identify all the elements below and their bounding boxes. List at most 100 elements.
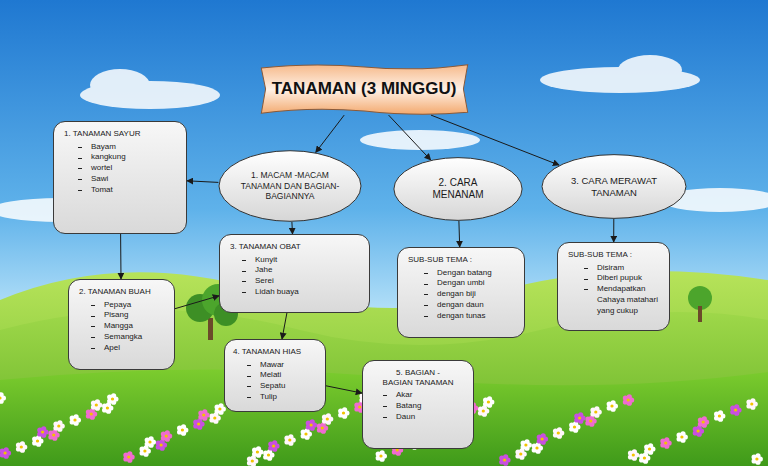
list-box: 2. TANAMAN BUAH PepayaPisangManggaSemangk… — [68, 279, 175, 370]
list-dash — [424, 273, 428, 274]
list-dash — [424, 305, 428, 306]
list-box: 3. TANAMAN OBATKunyitJaheSereiLidah buay… — [219, 234, 370, 313]
list-item: Disiram — [566, 263, 661, 274]
node-content: TANAMAN (3 MINGGU) — [272, 79, 457, 99]
list-dash — [247, 365, 251, 366]
list-dash — [383, 395, 387, 396]
list-dash — [78, 190, 82, 191]
list-item-text: Daun — [396, 412, 415, 423]
list-item-text: Apel — [104, 343, 120, 354]
list-item-text: dengan tunas — [437, 311, 486, 322]
list-item: Tulip — [233, 392, 317, 403]
connector-arrow — [326, 386, 362, 393]
list-item: Pepaya — [77, 300, 166, 311]
connector-arrow — [120, 234, 121, 279]
list-heading: 1. TANAMAN SAYUR — [62, 129, 178, 139]
connector-arrow — [175, 296, 219, 309]
list-heading: 5. BAGIAN -BAGIAN TANAMAN — [371, 368, 465, 387]
list-item-text: Batang — [396, 401, 421, 412]
list-item: Mendapatkan Cahaya matahari yang cukup — [566, 284, 661, 316]
node-content: 4. TANAMAN HIAS MawarMelatiSepatuTulip — [233, 347, 317, 403]
connector-arrow — [282, 313, 287, 339]
list-dash — [584, 268, 588, 269]
list-heading: 2. TANAMAN BUAH — [77, 287, 166, 297]
list-dash — [247, 376, 251, 377]
list-dash — [242, 260, 246, 261]
connector-arrow — [316, 115, 345, 152]
list-item-text: Serei — [255, 276, 274, 287]
node-content: 2. TANAMAN BUAH PepayaPisangManggaSemangk… — [77, 287, 166, 354]
list-dash — [242, 292, 246, 293]
list-box: 5. BAGIAN -BAGIAN TANAMAN AkarBatangDaun — [362, 360, 474, 449]
list-item: Bayam — [62, 142, 178, 153]
node-content: SUB-SUB TEMA :Dengan batangDengan umbide… — [406, 255, 516, 322]
list-item: Dengan umbi — [406, 278, 516, 289]
list-item-text: Mendapatkan Cahaya matahari yang cukup — [597, 284, 661, 316]
list-item-text: Sepatu — [260, 381, 285, 392]
list-heading: 4. TANAMAN HIAS — [233, 347, 317, 357]
topic-ellipse: 1. MACAM -MACAM TANAMAN DAN BAGIAN-BAGIA… — [218, 150, 362, 222]
list-item: Mawar — [233, 360, 317, 371]
list-item: kangkung — [62, 152, 178, 163]
list-item: Akar — [371, 390, 465, 401]
list-dash — [78, 179, 82, 180]
list-item: Sepatu — [233, 381, 317, 392]
list-box: 1. TANAMAN SAYURBayamkangkungwortelSawiT… — [53, 121, 187, 234]
list-item: dengan tunas — [406, 311, 516, 322]
list-item: Lidah buaya — [228, 287, 361, 298]
connector-arrow — [187, 181, 218, 183]
list-item-text: Akar — [396, 390, 412, 401]
connector-arrow — [613, 219, 614, 242]
list-box: SUB-SUB TEMA :DisiramDiberi pupukMendapa… — [557, 242, 670, 331]
node-content: 5. BAGIAN -BAGIAN TANAMAN AkarBatangDaun — [371, 368, 465, 423]
list-item-text: Melati — [260, 370, 281, 381]
list-dash — [247, 397, 251, 398]
list-dash — [78, 158, 82, 159]
list-item-text: Semangka — [104, 332, 142, 343]
list-item-text: dengan daun — [437, 300, 484, 311]
title-text: TANAMAN (3 MINGGU) — [272, 79, 457, 99]
list-dash — [91, 337, 95, 338]
connector-arrow — [458, 221, 460, 247]
list-item-text: Pisang — [104, 310, 128, 321]
connector-arrow — [291, 222, 293, 234]
list-item-text: Kunyit — [255, 255, 277, 266]
list-dash — [91, 305, 95, 306]
list-dash — [91, 316, 95, 317]
list-heading: SUB-SUB TEMA : — [406, 255, 516, 265]
topic-label: 3. CARA MERAWAT TANAMAN — [559, 175, 669, 199]
list-dash — [584, 279, 588, 280]
list-item-text: Mangga — [104, 321, 133, 332]
topic-ellipse: 2. CARA MENANAM — [393, 157, 523, 221]
list-dash — [91, 326, 95, 327]
list-item: Semangka — [77, 332, 166, 343]
list-dash — [424, 316, 428, 317]
list-item: dengan daun — [406, 300, 516, 311]
list-heading: 3. TANAMAN OBAT — [228, 242, 361, 252]
list-item-text: Mawar — [260, 360, 284, 371]
list-dash — [383, 406, 387, 407]
list-item: Diberi pupuk — [566, 273, 661, 284]
list-dash — [78, 168, 82, 169]
list-item-text: wortel — [91, 163, 112, 174]
list-dash — [383, 417, 387, 418]
list-item-text: Tulip — [260, 392, 277, 403]
list-item: Dengan batang — [406, 268, 516, 279]
topic-label: 1. MACAM -MACAM TANAMAN DAN BAGIAN-BAGIA… — [234, 170, 346, 202]
list-dash — [242, 271, 246, 272]
list-item: Sawi — [62, 174, 178, 185]
list-item-text: Pepaya — [104, 300, 131, 311]
list-dash — [247, 386, 251, 387]
list-item-text: Diberi pupuk — [597, 273, 642, 284]
list-box: SUB-SUB TEMA :Dengan batangDengan umbide… — [397, 247, 525, 338]
list-dash — [424, 294, 428, 295]
list-item-text: Lidah buaya — [255, 287, 299, 298]
list-item-text: Disiram — [597, 263, 624, 274]
list-dash — [424, 284, 428, 285]
list-item-text: Dengan batang — [437, 268, 492, 279]
list-item-text: Sawi — [91, 174, 108, 185]
list-item-text: dengan biji — [437, 289, 476, 300]
list-dash — [242, 281, 246, 282]
list-item-text: Dengan umbi — [437, 278, 485, 289]
list-item: Kunyit — [228, 255, 361, 266]
